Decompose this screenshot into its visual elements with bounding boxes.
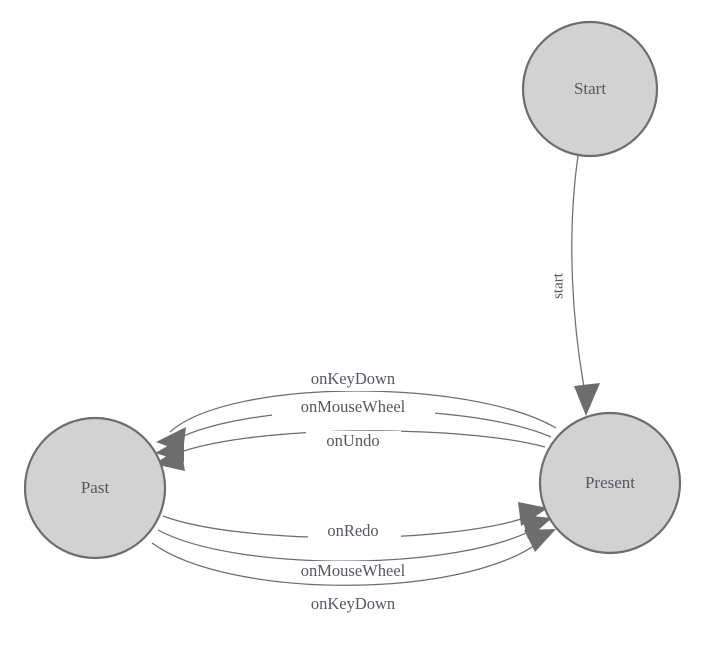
- edge-start-to-present[interactable]: start: [548, 155, 600, 416]
- edge-past-to-present-onredo[interactable]: onRedo: [162, 502, 548, 543]
- edge-label-present-past-onundo: onUndo: [326, 431, 379, 450]
- node-present-circle: [538, 411, 682, 555]
- edge-present-to-past-onkeydown[interactable]: onKeyDown: [156, 369, 557, 452]
- edge-label-bg-past-present-onredo: [308, 521, 401, 543]
- edge-label-past-present-onkeydown: onKeyDown: [311, 594, 395, 613]
- edge-label-present-past-onkeydown: onKeyDown: [311, 369, 395, 388]
- edge-label-bg-past-present-onkeydown: [286, 594, 420, 616]
- edge-label-past-present-onredo: onRedo: [327, 521, 378, 540]
- edge-past-to-present-onmousewheel[interactable]: onMouseWheel: [157, 515, 552, 583]
- edge-past-to-present-onkeydown[interactable]: onKeyDown: [151, 529, 556, 616]
- edge-path-past-present-onkeydown: [151, 538, 544, 586]
- edge-label-present-past-onmousewheel: onMouseWheel: [301, 397, 406, 416]
- node-start-circle: [521, 20, 659, 158]
- edge-label-bg-present-past-onundo: [306, 431, 401, 453]
- node-past-circle: [23, 416, 167, 560]
- edge-label-past-present-onmousewheel: onMouseWheel: [301, 561, 406, 580]
- arrowhead-start-to-present: [574, 383, 600, 416]
- edge-label-bg-past-present-onmousewheel: [272, 561, 435, 583]
- arrowhead-past-to-present-onkeydown: [524, 529, 556, 552]
- edge-label-start: start: [550, 272, 566, 299]
- edge-present-to-past-onundo[interactable]: onUndo: [154, 430, 546, 471]
- node-past[interactable]: Past: [23, 416, 167, 560]
- edge-path-start: [571, 155, 587, 399]
- edge-label-bg-present-past-onkeydown: [286, 369, 420, 391]
- node-present[interactable]: Present: [538, 411, 682, 555]
- edge-label-bg-start: [548, 262, 568, 310]
- edge-present-to-past-onmousewheel[interactable]: onMouseWheel: [155, 397, 552, 462]
- node-start[interactable]: Start: [521, 20, 659, 158]
- edge-label-bg-present-past-onmousewheel: [272, 397, 435, 419]
- edge-path-present-past-onkeydown: [169, 390, 557, 433]
